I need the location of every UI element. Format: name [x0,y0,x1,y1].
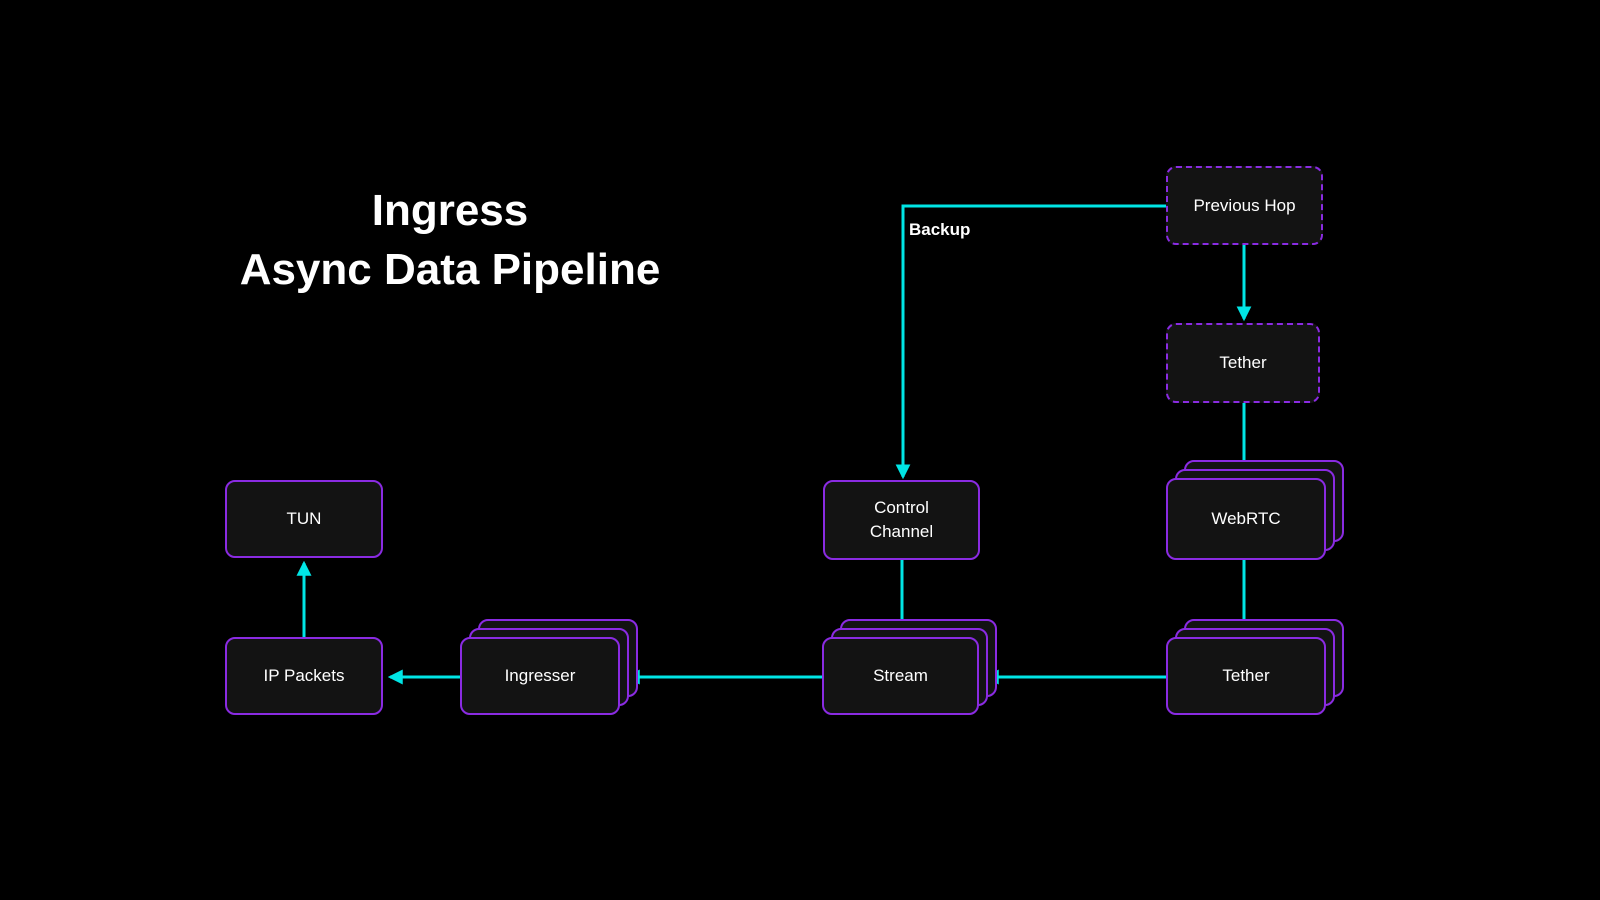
node-tether-upper-box: Tether [1166,323,1320,403]
edge-label-backup: Backup [909,220,971,239]
node-tether-lower: Tether [1166,619,1344,715]
edge-previous-hop-to-control-channel [895,204,1166,480]
node-tun-label: TUN [286,509,322,529]
node-ingresser-label: Ingresser [504,666,576,686]
node-control-channel-label: Control Channel [869,498,934,541]
node-tether-lower-label: Tether [1222,666,1270,686]
node-previous-hop: Previous Hop [1166,166,1323,245]
node-previous-hop-box: Previous Hop [1166,166,1323,245]
node-stream-label: Stream [873,666,928,686]
node-tun: TUN [225,480,383,558]
node-ingresser-box: Ingresser [460,637,620,715]
title-line-1: Ingress [371,186,529,235]
node-ingresser: Ingresser [460,619,638,715]
node-tether-upper: Tether [1166,323,1320,403]
node-stream: Stream [822,619,997,715]
title-line-2: Async Data Pipeline [239,244,661,294]
node-control-channel-box: Control Channel [823,480,980,560]
diagram-title: Ingress Async Data Pipeline [160,182,740,299]
node-tether-upper-label: Tether [1219,353,1267,373]
node-ip-packets-box: IP Packets [225,637,383,715]
node-ip-packets-label: IP Packets [263,666,345,686]
node-previous-hop-label: Previous Hop [1193,195,1296,215]
node-ip-packets: IP Packets [225,637,383,715]
node-tether-lower-box: Tether [1166,637,1326,715]
node-stream-box: Stream [822,637,979,715]
node-webrtc-box: WebRTC [1166,478,1326,560]
node-webrtc-label: WebRTC [1211,509,1281,529]
node-control-channel: Control Channel [823,480,980,560]
node-tun-box: TUN [225,480,383,558]
node-webrtc: WebRTC [1166,460,1344,560]
